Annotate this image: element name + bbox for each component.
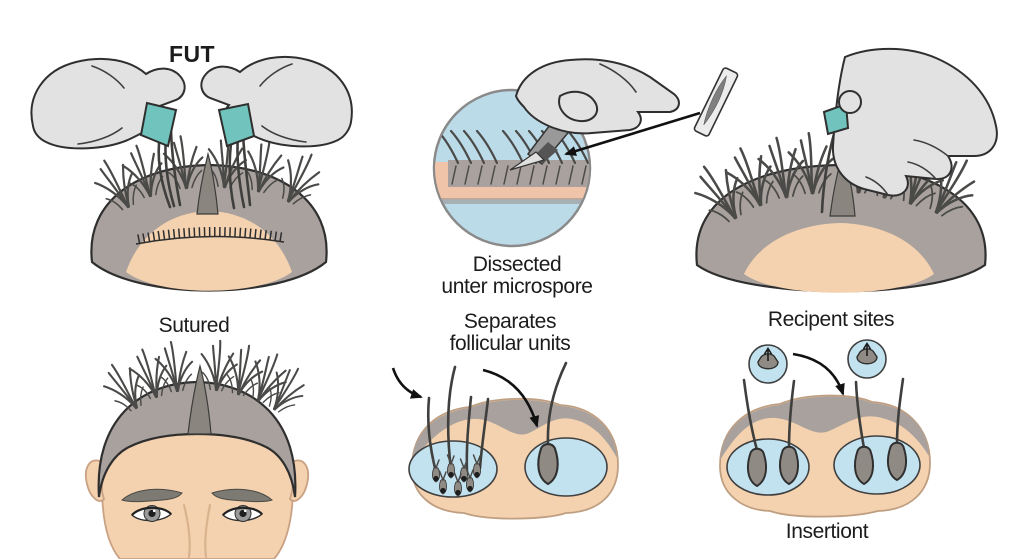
hair-cap xyxy=(97,380,297,498)
single-follicular-unit xyxy=(537,443,559,486)
panel-separation xyxy=(391,361,619,520)
panel-sutured-head xyxy=(85,337,315,559)
dissected-label-line2: unter microspore xyxy=(441,275,593,298)
dissected-label: Dissected unter microspore xyxy=(441,253,593,298)
follicle xyxy=(853,445,875,485)
graft-hair-strand xyxy=(820,132,836,214)
recipient-sites-label: Recipent sites xyxy=(767,308,895,331)
follicle xyxy=(746,447,768,487)
separates-label-line1: Separates xyxy=(463,310,557,333)
recipient-site-oval-right xyxy=(833,435,921,495)
fingertip xyxy=(838,90,862,114)
nose-line-right xyxy=(204,503,212,559)
graft-circle-right xyxy=(847,339,887,379)
suture-line xyxy=(135,235,285,245)
right-eyebrow xyxy=(211,488,273,503)
separates-label: Separates follicular units xyxy=(450,311,571,355)
center-hair-spike xyxy=(196,151,219,215)
separation-arrow-left xyxy=(391,367,423,399)
single-unit-hair xyxy=(546,361,568,446)
suture-line-ticks xyxy=(137,226,283,244)
epidermis-band xyxy=(412,399,617,462)
separation-arrow-right xyxy=(482,368,540,428)
gloved-hand-scalpel-icon xyxy=(514,58,680,135)
gloved-hand-placing-icon xyxy=(831,47,998,197)
dissected-label-line1: Dissected xyxy=(472,253,562,276)
tweezers-left-icon xyxy=(139,101,178,148)
strip-follicle-lines xyxy=(451,165,587,185)
follicle xyxy=(886,441,908,481)
thumb-over-scalpel xyxy=(558,90,598,123)
implanted-hairs xyxy=(742,377,905,452)
panel-dissection xyxy=(432,58,739,248)
insertion-label: Insertiont xyxy=(785,520,869,543)
panel-insertion xyxy=(719,339,931,518)
panel-strip-extraction xyxy=(30,55,353,292)
blade-icon xyxy=(693,67,739,137)
strip-shadow xyxy=(435,198,589,204)
recipient-forehead xyxy=(744,223,934,293)
left-eyebrow xyxy=(121,488,183,503)
graft-circle-left xyxy=(748,344,788,384)
follicle xyxy=(778,445,800,485)
center-hair-spike xyxy=(187,363,212,435)
recipient-site-oval xyxy=(524,437,608,497)
fut-title: FUT xyxy=(169,41,215,67)
blade-to-lens-arrow xyxy=(564,111,701,156)
tweezers-placing-icon xyxy=(822,102,850,136)
separates-label-line2: follicular units xyxy=(449,332,571,355)
insertion-arrow xyxy=(792,352,845,396)
epidermis-band xyxy=(720,396,929,460)
nose-line-left xyxy=(182,503,191,559)
sutured-label: Sutured xyxy=(158,314,230,337)
panel-graft-placement xyxy=(684,47,998,293)
scalpel-blade-tip xyxy=(509,151,546,171)
tweezers-right-icon xyxy=(217,102,256,148)
